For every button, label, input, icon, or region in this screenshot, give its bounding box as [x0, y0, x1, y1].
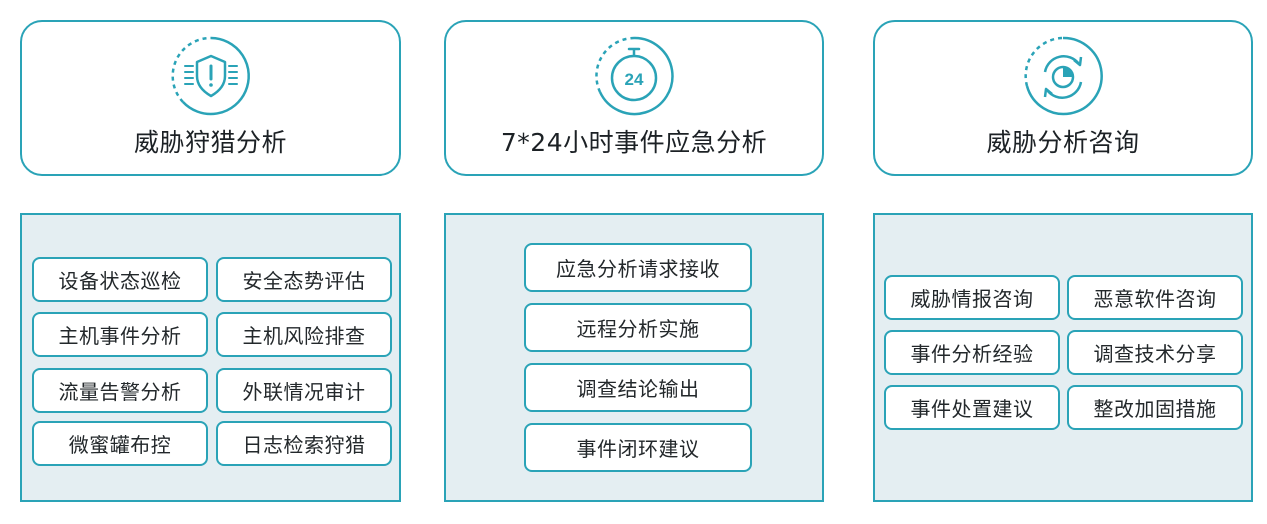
- item-host-event-analysis: 主机事件分析: [32, 312, 208, 357]
- card-24h-response: 24 7*24小时事件应急分析: [444, 20, 824, 176]
- refresh-chart-icon: [1024, 36, 1103, 116]
- item-request-intake: 应急分析请求接收: [524, 243, 752, 292]
- item-event-experience: 事件分析经验: [884, 330, 1060, 375]
- item-closure-advice: 事件闭环建议: [524, 423, 752, 472]
- card-threat-consulting: 威胁分析咨询: [873, 20, 1253, 176]
- item-remote-analysis: 远程分析实施: [524, 303, 752, 352]
- item-disposal-advice: 事件处置建议: [884, 385, 1060, 430]
- card-threat-hunting: 威胁狩猎分析: [20, 20, 401, 176]
- item-threat-intel-consult: 威胁情报咨询: [884, 275, 1060, 320]
- item-hardening-measures: 整改加固措施: [1067, 385, 1243, 430]
- panel-24h-response: 应急分析请求接收 远程分析实施 调查结论输出 事件闭环建议: [444, 213, 824, 502]
- item-tech-sharing: 调查技术分享: [1067, 330, 1243, 375]
- panel-threat-hunting: 设备状态巡检 安全态势评估 主机事件分析 主机风险排查 流量告警分析 外联情况审…: [20, 213, 401, 502]
- item-log-search-hunt: 日志检索狩猎: [216, 421, 392, 466]
- panel-threat-consulting: 威胁情报咨询 恶意软件咨询 事件分析经验 调查技术分享 事件处置建议 整改加固措…: [873, 213, 1253, 502]
- item-security-assessment: 安全态势评估: [216, 257, 392, 302]
- clock-badge-text: 24: [625, 70, 644, 89]
- item-device-inspection: 设备状态巡检: [32, 257, 208, 302]
- item-malware-consult: 恶意软件咨询: [1067, 275, 1243, 320]
- card-title: 威胁分析咨询: [986, 128, 1140, 157]
- item-host-risk-check: 主机风险排查: [216, 312, 392, 357]
- card-title: 7*24小时事件应急分析: [500, 128, 768, 157]
- item-honeypot-deploy: 微蜜罐布控: [32, 421, 208, 466]
- shield-alert-icon: [170, 36, 250, 116]
- clock-24-icon: 24: [595, 36, 674, 116]
- card-title: 威胁狩猎分析: [133, 128, 287, 157]
- item-outbound-audit: 外联情况审计: [216, 368, 392, 413]
- item-conclusion-output: 调查结论输出: [524, 363, 752, 412]
- item-traffic-alert-analysis: 流量告警分析: [32, 368, 208, 413]
